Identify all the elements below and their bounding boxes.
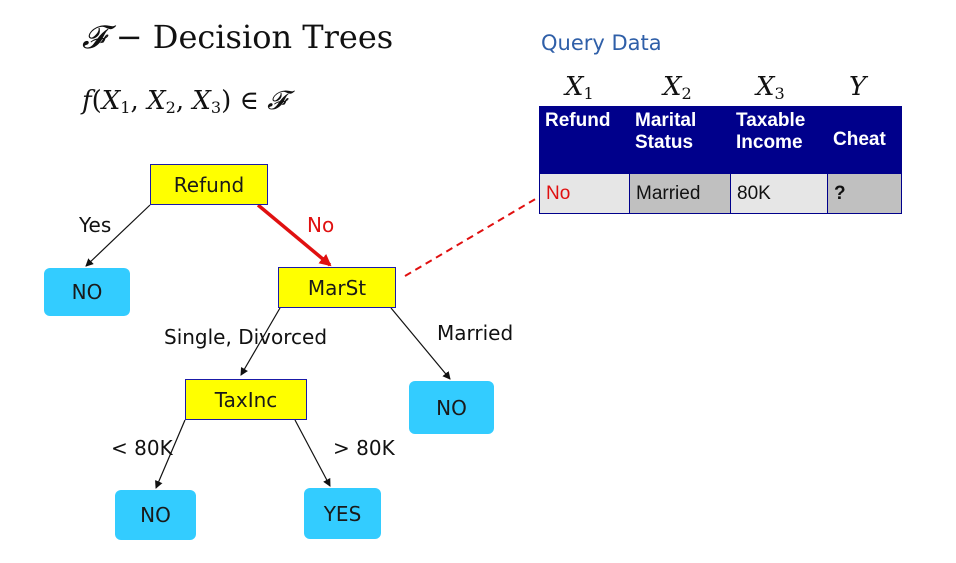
var-x1: X1	[565, 72, 594, 104]
node-refund: Refund	[150, 164, 268, 205]
query-data-title: Query Data	[541, 31, 662, 55]
formula-x1: X	[101, 86, 121, 116]
leaf-taxinc-low: NO	[115, 490, 196, 540]
node-marst: MarSt	[278, 267, 396, 308]
formula-comma-1: ,	[130, 86, 139, 116]
formula-f: f	[82, 86, 92, 116]
formula: f(X1, X2, X3) ∈ 𝓕	[82, 86, 286, 117]
formula-x3-sub: 3	[210, 98, 222, 118]
formula-class-symbol: 𝓕	[267, 86, 287, 116]
node-taxinc: TaxInc	[185, 379, 307, 420]
cell-cheat: ?	[827, 173, 902, 214]
edge-label-gt-80k: > 80K	[333, 436, 395, 460]
title-dash: −	[115, 18, 143, 56]
edge-marst-single	[240, 307, 281, 376]
edge-marst-married	[390, 307, 451, 380]
leaf-married: NO	[409, 381, 494, 434]
edge-taxinc-low	[155, 419, 186, 489]
edge-label-yes: Yes	[79, 213, 112, 237]
var-x3: X3	[756, 72, 785, 104]
formula-x2-sub: 2	[165, 98, 176, 118]
cell-refund: No	[539, 173, 630, 214]
formula-close-paren: )	[221, 86, 232, 116]
title-text: Decision Trees	[152, 18, 394, 56]
formula-open-paren: (	[91, 86, 102, 116]
formula-x2: X	[147, 86, 166, 116]
var-x2: X2	[663, 72, 692, 104]
formula-comma-2: ,	[175, 86, 185, 116]
cell-marital-status: Married	[629, 173, 731, 214]
formula-x3: X	[192, 86, 211, 116]
edge-label-no: No	[307, 213, 335, 237]
function-class-symbol: 𝓕	[82, 18, 106, 56]
edge-label-married: Married	[437, 321, 514, 345]
slide-title: 𝓕 − Decision Trees	[82, 18, 393, 57]
edge-label-single-divorced: Single, Divorced	[164, 325, 328, 349]
leaf-refund-yes: NO	[44, 268, 130, 316]
header-cheat: Cheat	[827, 106, 902, 174]
edge-label-lt-80k: < 80K	[111, 436, 173, 460]
var-y: Y	[849, 72, 867, 102]
edge-taxinc-high	[294, 419, 331, 487]
header-refund: Refund	[539, 106, 630, 174]
table-row: No Married 80K ?	[539, 173, 902, 214]
edge-refund-yes	[85, 204, 151, 267]
formula-x1-sub: 1	[120, 98, 131, 118]
edge-refund-no	[256, 203, 332, 267]
leaf-taxinc-high: YES	[304, 488, 381, 539]
query-link-arrow	[404, 137, 639, 277]
formula-element-of: ∈	[239, 86, 259, 116]
cell-taxable-income: 80K	[730, 173, 828, 214]
